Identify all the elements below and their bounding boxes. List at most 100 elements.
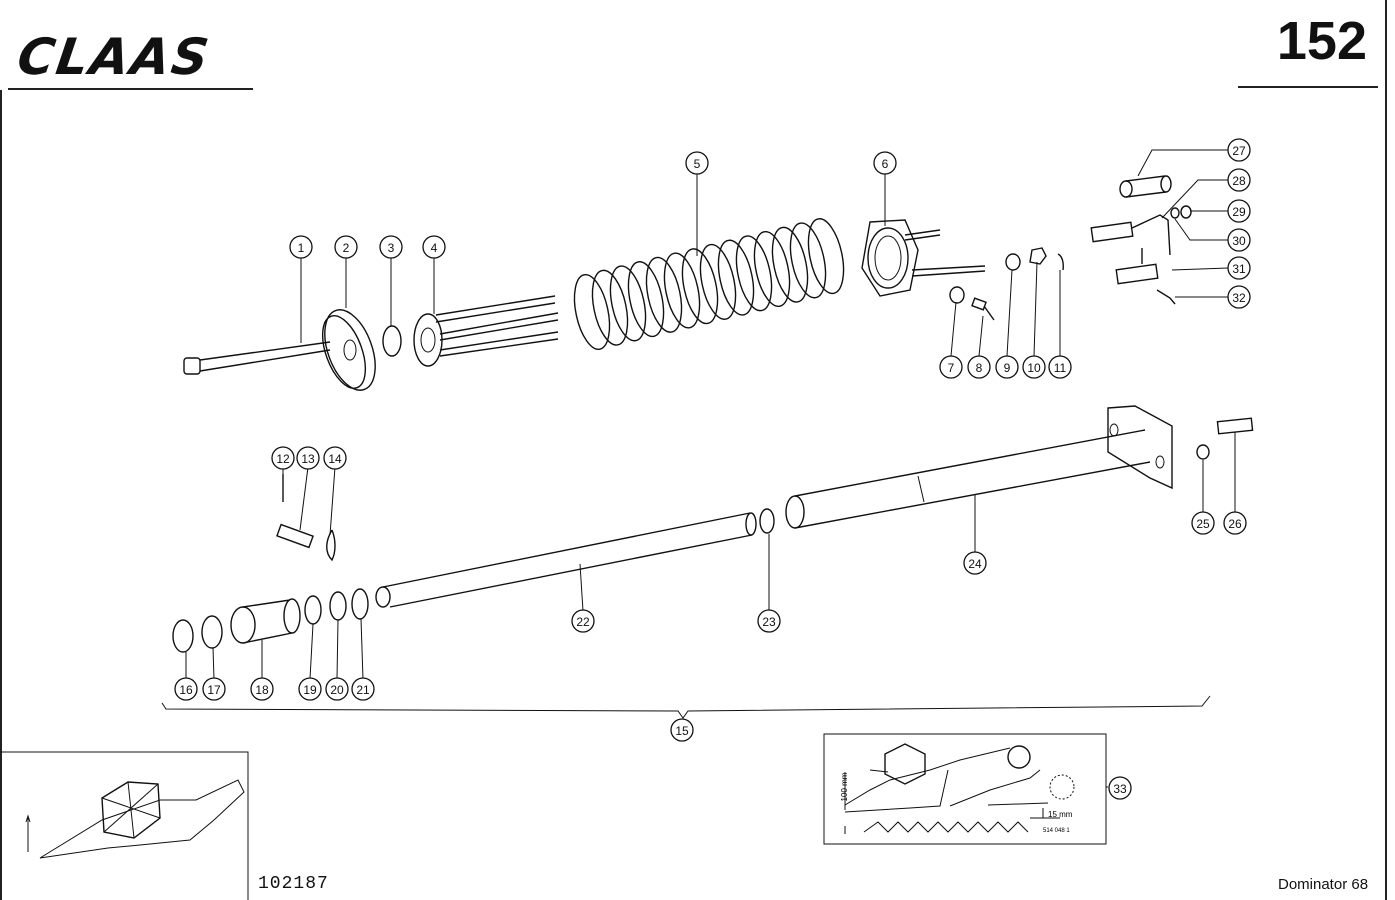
frame-left-border <box>0 90 2 900</box>
callout-label: 26 <box>1228 517 1242 531</box>
callout-label: 27 <box>1232 144 1246 158</box>
callout-8: 8 <box>967 355 991 379</box>
callout-3: 3 <box>379 235 403 259</box>
part-10-nut <box>1029 247 1047 265</box>
spring-coil <box>609 265 647 342</box>
callout-label: 13 <box>301 452 315 466</box>
part-3-ring <box>382 325 402 357</box>
callout-label: 22 <box>576 615 590 629</box>
callout-21: 21 <box>351 677 375 701</box>
callout-label: 33 <box>1113 782 1127 796</box>
callout-23: 23 <box>757 609 781 633</box>
callout-29: 29 <box>1227 199 1251 223</box>
callout-label: 31 <box>1232 262 1246 276</box>
callout-label: 14 <box>328 452 342 466</box>
part-28-lever <box>1090 214 1171 256</box>
frame-right-border <box>1385 0 1387 900</box>
callout-label: 11 <box>1054 361 1067 375</box>
callout-1: 1 <box>289 235 313 259</box>
spring-coil <box>735 235 773 312</box>
part-19-ring <box>304 595 322 625</box>
callout-label: 15 <box>675 724 689 738</box>
detail-inset-33: 100 mm 15 mm 514 048 1 <box>823 733 1107 845</box>
inset-dim-gap: 15 mm <box>1048 810 1073 819</box>
part-21-ring <box>351 588 369 620</box>
callout-label: 19 <box>303 683 317 697</box>
callout-label: 4 <box>431 241 438 255</box>
callout-28: 28 <box>1227 168 1251 192</box>
callout-18: 18 <box>250 677 274 701</box>
part-4-flange-rods <box>413 295 559 367</box>
spring-coil <box>663 252 701 329</box>
callout-label: 23 <box>762 615 776 629</box>
part-7-bushing <box>949 286 965 304</box>
part-23-ring <box>759 508 775 534</box>
callout-label: 1 <box>298 241 305 255</box>
callout-label: 24 <box>968 557 982 571</box>
part-9-washer <box>1005 253 1021 271</box>
part-2-disc <box>321 309 376 391</box>
callout-label: 3 <box>388 241 395 255</box>
callout-label: 30 <box>1232 234 1246 248</box>
part-25-bushing <box>1196 444 1210 460</box>
callout-4: 4 <box>422 235 446 259</box>
part-11-cotter-pin <box>1057 253 1064 271</box>
part-32-pin <box>1156 289 1176 305</box>
page-number: 152 <box>1276 11 1367 71</box>
part-24-tube-with-flange <box>785 405 1173 529</box>
part-5-spring <box>573 218 845 351</box>
callout-32: 32 <box>1227 285 1251 309</box>
callout-24: 24 <box>963 551 987 575</box>
spring-coil <box>681 248 719 325</box>
callout-label: 16 <box>179 683 193 697</box>
callout-label: 2 <box>343 241 350 255</box>
spring-coil <box>699 243 737 320</box>
assembly-15-brace <box>161 695 1211 719</box>
model-name: Dominator 68 <box>1278 876 1369 893</box>
callout-label: 20 <box>330 683 344 697</box>
spring-coil <box>627 261 665 338</box>
leader-lines <box>185 149 1236 788</box>
callout-label: 8 <box>976 361 983 375</box>
callout-label: 12 <box>276 452 290 466</box>
part-18-bearing-sleeve <box>230 598 301 644</box>
spring-coil <box>771 226 809 303</box>
part-6-hex-nut <box>861 219 986 297</box>
callout-33: 33 <box>1108 776 1132 800</box>
part-14-clip <box>326 529 336 562</box>
callout-7: 7 <box>939 355 963 379</box>
callout-17: 17 <box>202 677 226 701</box>
spring-coil <box>591 269 629 346</box>
callout-12: 12 <box>271 446 295 470</box>
spring-coil <box>717 239 755 316</box>
callout-20: 20 <box>325 677 349 701</box>
header-rule-right <box>1238 86 1378 88</box>
callout-13: 13 <box>296 446 320 470</box>
callout-label: 9 <box>1004 361 1011 375</box>
callout-label: 32 <box>1232 291 1246 305</box>
spring-coil <box>645 256 683 333</box>
callout-14: 14 <box>323 446 347 470</box>
callout-label: 6 <box>882 157 889 171</box>
callout-2: 2 <box>334 235 358 259</box>
spring-coil <box>807 218 845 295</box>
callout-16: 16 <box>174 677 198 701</box>
callout-label: 18 <box>255 683 269 697</box>
callout-9: 9 <box>995 355 1019 379</box>
part-13-bolt <box>276 523 314 549</box>
callout-26: 26 <box>1223 511 1247 535</box>
spring-coil <box>573 273 611 351</box>
part-30-washer <box>1170 207 1180 219</box>
callout-label: 29 <box>1232 205 1246 219</box>
part-31-bracket <box>1115 248 1159 285</box>
callout-19: 19 <box>298 677 322 701</box>
callout-label: 25 <box>1196 517 1210 531</box>
overview-thumbnail <box>0 751 249 900</box>
callout-label: 28 <box>1232 174 1246 188</box>
header-rule-left <box>8 88 253 90</box>
brand-header: CLAAS <box>8 18 253 90</box>
callout-30: 30 <box>1227 228 1251 252</box>
